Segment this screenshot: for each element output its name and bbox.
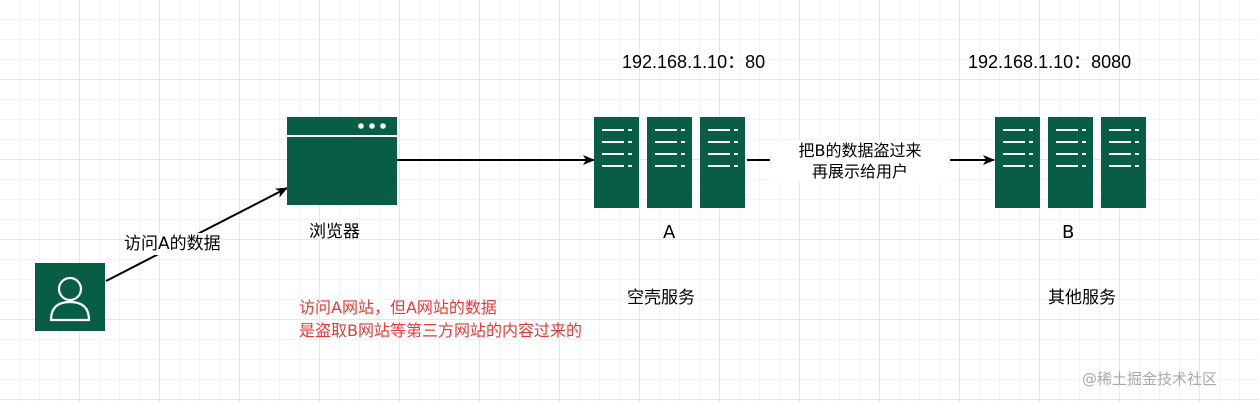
server-a-desc-label: 空壳服务 xyxy=(627,288,695,308)
server-a-ip-label: 192.168.1.10：80 xyxy=(622,52,766,72)
server-b-rack-icon xyxy=(995,117,1146,208)
browser-label: 浏览器 xyxy=(309,222,360,242)
arrow-label-a-to-b-line2: 再展示给用户 xyxy=(811,162,908,181)
server-a-name-label: A xyxy=(663,222,676,243)
arrow-label-a-to-b: 把B的数据盗过来 再展示给用户 xyxy=(770,140,950,182)
server-b-name-label: B xyxy=(1062,222,1075,243)
explanation-note: 访问A网站，但A网站的数据 是盗取B网站等第三方网站的内容过来的 xyxy=(299,296,582,342)
server-b-desc-label: 其他服务 xyxy=(1048,288,1116,308)
server-b-ip-label: 192.168.1.10：8080 xyxy=(968,52,1132,72)
arrow-label-a-to-b-line1: 把B的数据盗过来 xyxy=(798,141,922,160)
server-a-rack-icon xyxy=(594,117,745,208)
watermark: @稀土掘金技术社区 xyxy=(1082,370,1218,388)
explanation-note-line1: 访问A网站，但A网站的数据 xyxy=(299,298,497,317)
arrow-label-user-to-browser: 访问A的数据 xyxy=(124,233,221,255)
explanation-note-line2: 是盗取B网站等第三方网站的内容过来的 xyxy=(299,321,582,340)
browser-window-icon xyxy=(287,117,397,205)
user-icon xyxy=(35,263,105,331)
